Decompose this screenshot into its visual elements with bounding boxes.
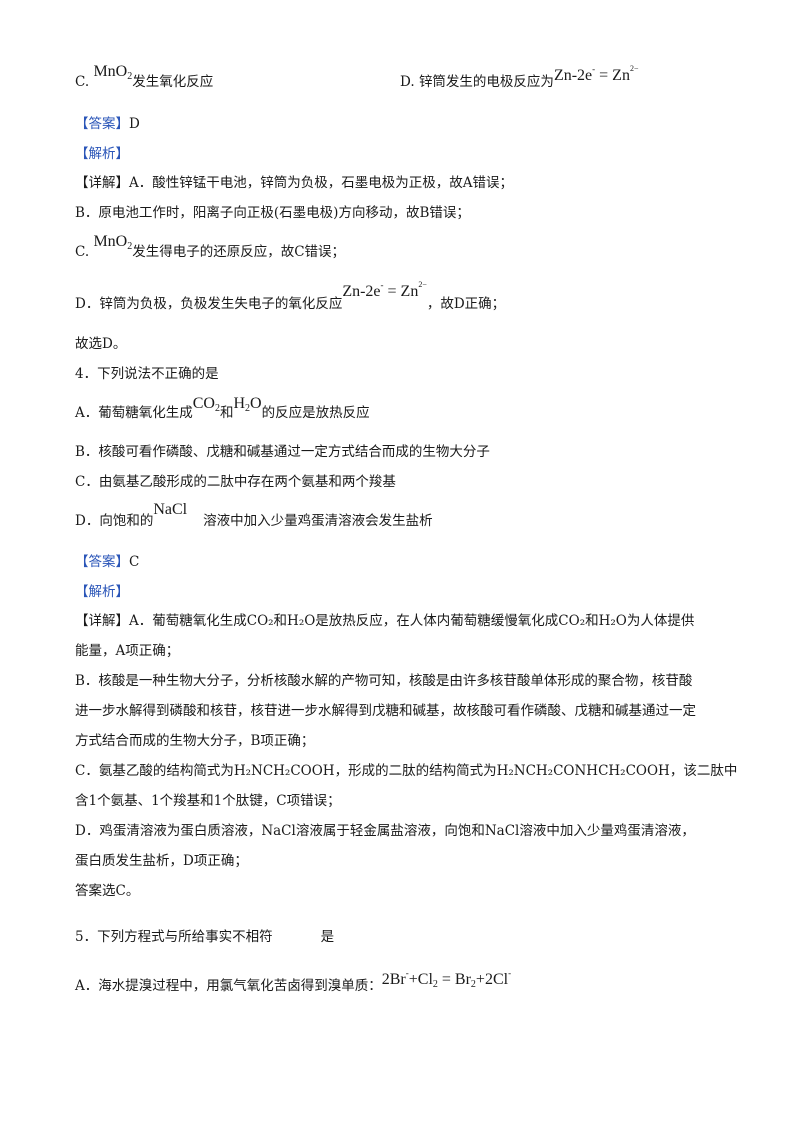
answer-4: 【答案】C xyxy=(75,554,140,570)
detail-4a-line2: 能量，A项正确； xyxy=(75,643,180,659)
analysis-heading-3: 【解析】 xyxy=(75,146,129,162)
detail-4b-line3: 方式结合而成的生物大分子，B项正确； xyxy=(75,733,315,749)
formula-nacl: NaCl xyxy=(153,501,188,518)
conclusion-3: 故选D。 xyxy=(75,336,127,352)
option-3c: C. MnO2发生氧化反应 xyxy=(75,63,214,90)
question-4-stem: 4．下列说法不正确的是 xyxy=(75,366,219,382)
detail-4c-line2: 含1个氨基、1个羧基和1个肽键，C项错误； xyxy=(75,793,341,809)
analysis-heading-4: 【解析】 xyxy=(75,584,129,600)
option-4b: B．核酸可看作磷酸、戊糖和碱基通过一定方式结合而成的生物大分子 xyxy=(75,444,490,460)
detail-3c: C. MnO2发生得电子的还原反应，故C错误； xyxy=(75,233,346,260)
formula-mno2: MnO2 xyxy=(93,233,133,252)
option-4d: D．向饱和的NaCl溶液中加入少量鸡蛋清溶液会发生盐析 xyxy=(75,501,433,529)
equation-bromine: 2Br-+Cl2 = Br2+2Cl- xyxy=(381,968,512,990)
detail-3d: D．锌筒为负极，负极发生失电子的氧化反应Zn-2e- = Zn2−，故D正确； xyxy=(75,280,506,312)
detail-4a-line1: 【详解】A．葡萄糖氧化生成CO₂和H₂O是放热反应，在人体内葡萄糖缓慢氧化成CO… xyxy=(75,613,695,629)
detail-4d-line1: D．鸡蛋清溶液为蛋白质溶液，NaCl溶液属于轻金属盐溶液，向饱和NaCl溶液中加… xyxy=(75,823,695,839)
detail-3b: B．原电池工作时，阳离子向正极(石墨电极)方向移动，故B错误； xyxy=(75,205,470,221)
option-5a: A．海水提溴过程中，用氯气氧化苦卤得到溴单质：2Br-+Cl2 = Br2+2C… xyxy=(75,968,512,994)
option-3d: D. 锌筒发生的电极反应为Zn-2e- = Zn2− xyxy=(400,64,639,90)
detail-4c-line1: C．氨基乙酸的结构简式为H₂NCH₂COOH，形成的二肽的结构简式为H₂NCH₂… xyxy=(75,763,738,779)
option-4a: A．葡萄糖氧化生成CO2和H2O的反应是放热反应 xyxy=(75,395,370,421)
answer-3: 【答案】D xyxy=(75,116,140,132)
formula-co2: CO2 xyxy=(192,395,220,414)
detail-3a: 【详解】A．酸性锌锰干电池，锌筒为负极，石墨电极为正极，故A错误； xyxy=(75,175,513,191)
conclusion-4: 答案选C。 xyxy=(75,883,140,899)
formula-zn-electrode: Zn-2e- = Zn2− xyxy=(342,280,427,300)
detail-4d-line2: 蛋白质发生盐析，D项正确； xyxy=(75,853,248,869)
detail-4b-line1: B．核酸是一种生物大分子，分析核酸水解的产物可知，核酸是由许多核苷酸单体形成的聚… xyxy=(75,673,693,689)
detail-4b-line2: 进一步水解得到磷酸和核苷，核苷进一步水解得到戊糖和碱基，故核酸可看作磷酸、戊糖和… xyxy=(75,703,696,719)
formula-zn-electrode: Zn-2e- = Zn2− xyxy=(553,64,639,84)
formula-mno2: MnO2 xyxy=(93,63,133,82)
formula-h2o: H2O xyxy=(233,395,262,414)
question-5-stem: 5．下列方程式与所给事实不相符是 xyxy=(75,929,335,945)
option-4c: C．由氨基乙酸形成的二肽中存在两个氨基和两个羧基 xyxy=(75,474,396,490)
